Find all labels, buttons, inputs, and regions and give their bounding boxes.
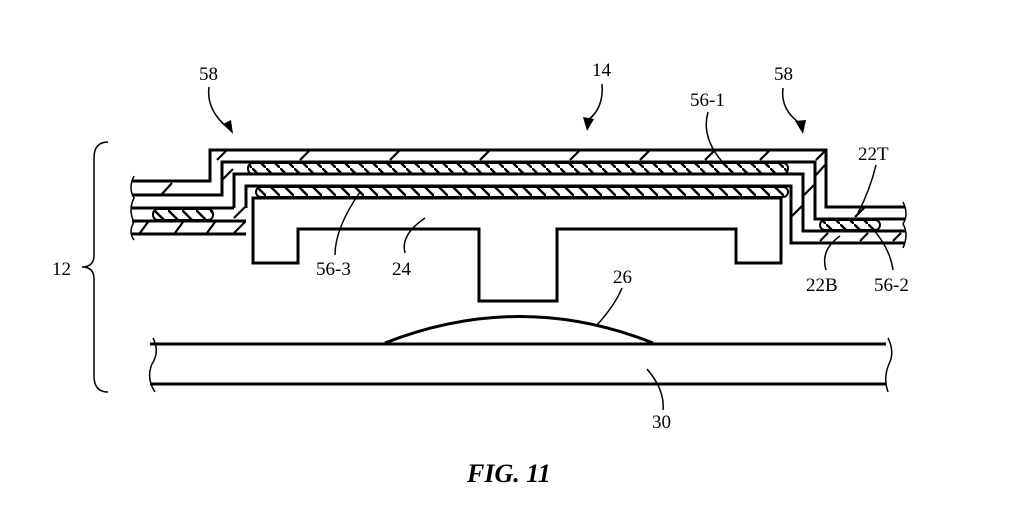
layer-middle <box>232 172 905 245</box>
label-22B: 22B <box>806 275 838 296</box>
label-30: 30 <box>652 412 671 433</box>
layer-middle-inner-edge <box>244 184 905 245</box>
right-break-mark <box>902 201 907 249</box>
label-26: 26 <box>613 267 632 288</box>
brace-12 <box>81 141 109 393</box>
label-56-3: 56-3 <box>316 259 351 280</box>
leaders <box>207 83 894 411</box>
left-flange <box>130 168 246 241</box>
label-24: 24 <box>392 259 412 280</box>
figure-title: FIG. 11 <box>466 459 551 488</box>
arrow-58-left-icon <box>223 120 233 134</box>
left-break-mark <box>130 175 135 241</box>
label-56-1: 56-1 <box>690 90 725 111</box>
label-58-right: 58 <box>774 64 793 85</box>
substrate-30 <box>148 337 893 393</box>
adhesive-56-1 <box>247 162 789 175</box>
plunger-24 <box>251 196 783 303</box>
dome-26 <box>384 315 654 345</box>
substrate-right-break <box>885 337 893 393</box>
arrow-14-icon <box>583 117 594 131</box>
layer-22T-hatch <box>161 150 865 218</box>
label-56-2: 56-2 <box>874 275 909 296</box>
adhesive-56-3 <box>255 186 789 198</box>
left-adhesive <box>152 208 214 221</box>
label-12: 12 <box>52 259 71 280</box>
adhesive-56-2 <box>819 219 881 231</box>
label-58-left: 58 <box>199 64 218 85</box>
layer-22T-outer-edge <box>132 148 905 209</box>
label-14: 14 <box>592 60 612 81</box>
right-flange <box>791 164 907 249</box>
substrate-left-break <box>148 337 157 393</box>
arrow-58-right-icon <box>795 120 806 134</box>
layer-middle-outer-edge <box>232 172 905 233</box>
label-22T: 22T <box>858 144 889 165</box>
